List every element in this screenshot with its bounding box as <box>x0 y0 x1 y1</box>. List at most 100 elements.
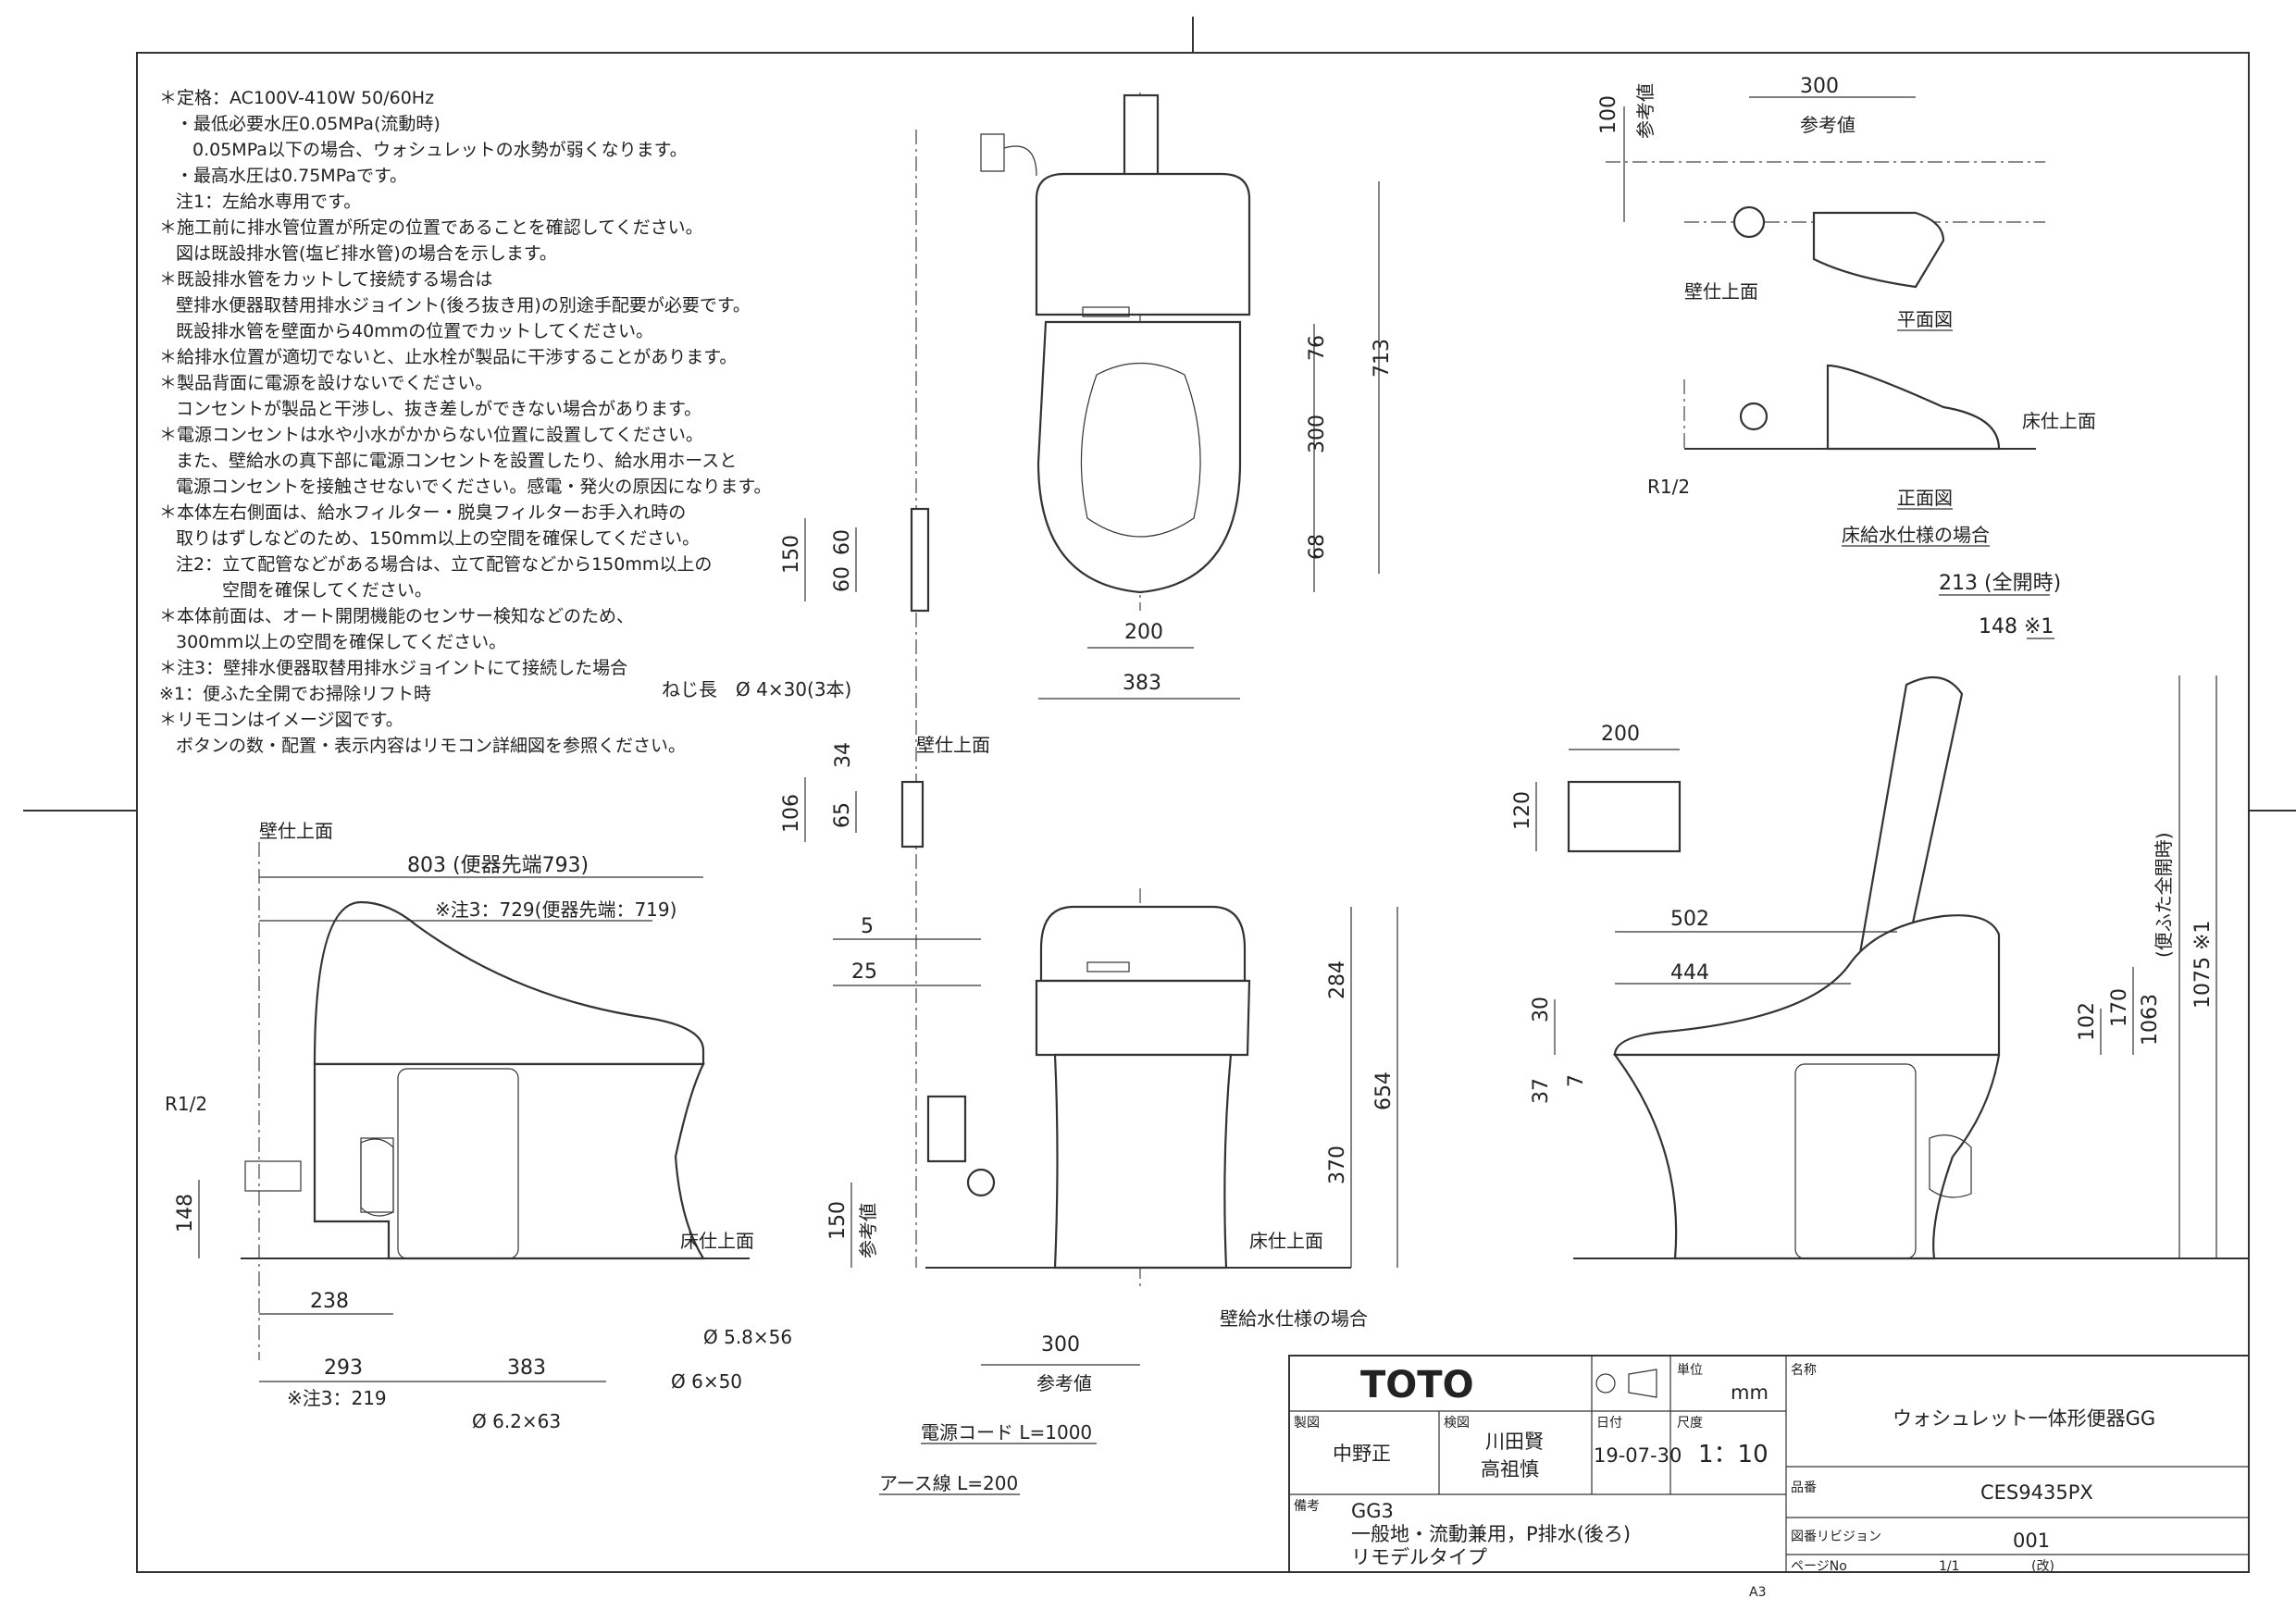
remote-bracket <box>910 507 930 613</box>
dim-text: 150 <box>780 535 803 574</box>
note-line: ＊施工前に排水管位置が所定の位置であることを確認してください。 <box>159 217 703 238</box>
title-block: TOTO 単位 mm 名称 ウォシュレット一体形便器GG 製図 中野正 検図 川… <box>1288 1355 2250 1600</box>
dim-text: 383 <box>1123 672 1161 695</box>
dim-text: 293 <box>324 1357 363 1380</box>
title-field-label: 検図 <box>1444 1416 1470 1431</box>
floor-surface-label: 床仕上面 <box>2022 410 2096 432</box>
tank-front <box>1039 905 1247 983</box>
floor-surface-label: 床仕上面 <box>680 1230 754 1252</box>
dim-text: 1063 <box>2139 994 2162 1046</box>
page-value: 1/1 <box>1939 1559 1960 1574</box>
seat-front <box>1035 979 1251 1057</box>
seat-lid-side <box>313 900 705 1066</box>
note-line: ＊製品背面に電源を設けないでください。 <box>159 373 492 393</box>
bowl-outline-top <box>1036 320 1242 594</box>
dim-text: 60 <box>831 566 854 592</box>
dim-text: 34 <box>832 742 855 768</box>
toilet-plan <box>1812 211 1945 289</box>
side-panel <box>397 1068 519 1259</box>
remote-mount-lower: 壁仕上面 34 106 65 5 25 <box>780 734 990 986</box>
title-field-label: 製図 <box>1294 1416 1320 1431</box>
dim-text: 68 <box>1306 534 1329 560</box>
wall-surface-label: 壁仕上面 <box>1684 280 1758 303</box>
page-suffix: (改) <box>2031 1559 2054 1574</box>
dim-text: 37 <box>1530 1078 1553 1104</box>
projection-cone-icon <box>1628 1369 1657 1398</box>
note-line: ※1：便ふた全開でお掃除リフト時 <box>159 684 431 704</box>
checker-name: 高祖慎 <box>1481 1458 1539 1481</box>
note-line: 電源コンセントを接触させないでください。感電・発火の原因になります。 <box>176 477 772 497</box>
note-line: 図は既設排水管(塩ビ排水管)の場合を示します。 <box>176 243 557 264</box>
top-view: 713 76 300 68 200 383 <box>915 93 1394 1268</box>
note-line: ボタンの数・配置・表示内容はリモコン詳細図を参照ください。 <box>176 736 686 756</box>
dim-text: 25 <box>851 960 877 984</box>
hole-label: Ø 6×50 <box>671 1370 742 1393</box>
wall-supply-label: 壁給水仕様の場合 <box>1220 1307 1368 1330</box>
dim-text: 106 <box>780 794 803 833</box>
earth-wire-label: アース線 L=200 <box>879 1472 1018 1494</box>
wall-surface-label: 壁仕上面 <box>916 734 990 756</box>
dim-text: 444 <box>1670 961 1709 985</box>
dim-text: 60 <box>831 529 854 555</box>
dim-text: 148 <box>174 1194 197 1233</box>
note-line: 壁排水便器取替用排水ジョイント(後ろ抜き用)の別途手配要が必要です。 <box>176 295 751 316</box>
lid-height-label: (便ふた全開時) <box>2153 832 2175 958</box>
power-outlet <box>926 1095 967 1163</box>
note-line: ＊本体左右側面は、給水フィルター・脱臭フィルターお手入れ時の <box>159 502 686 523</box>
dim-text: 200 <box>1601 723 1640 746</box>
dim-text: 170 <box>2108 988 2131 1027</box>
dim-text: 30 <box>1530 997 1553 1022</box>
unit-value: mm <box>1731 1381 1769 1404</box>
reference-label: 参考値 <box>857 1203 879 1258</box>
bowl-front <box>1053 1053 1233 1270</box>
note-line: 注1：左給水専用です。 <box>176 192 361 212</box>
note-line: ・最低必要水圧0.05MPa(流動時) <box>176 114 441 134</box>
note-line: 既設排水管を壁面から40mmの位置でカットしてください。 <box>176 321 653 341</box>
drafter-name: 中野正 <box>1333 1443 1391 1465</box>
revision-value: 001 <box>2013 1530 2050 1552</box>
remarks-line: 一般地・流動兼用，P排水(後ろ) <box>1351 1523 1631 1545</box>
title-field-label: 単位 <box>1677 1363 1703 1378</box>
note-line: コンセントが製品と干渉し、抜き差しができない場合があります。 <box>176 399 701 419</box>
dim-text: 120 <box>1511 791 1534 830</box>
note-line: ＊電源コンセントは水や小水がかからない位置に設置してください。 <box>159 425 703 445</box>
floor-surface-label: 床仕上面 <box>1249 1230 1323 1252</box>
control-panel-front <box>1086 961 1130 973</box>
product-name: ウォシュレット一体形便器GG <box>1893 1407 2155 1430</box>
projection-symbol-icon <box>1595 1373 1616 1394</box>
dim-text: 238 <box>310 1290 349 1313</box>
tank-side-right <box>1613 914 2001 1057</box>
note-line: 0.05MPa以下の場合、ウォシュレットの水勢が弱くなります。 <box>192 140 688 160</box>
front-view: 284 654 370 150 参考値 300 参考値 床仕上面 壁給水仕様の場… <box>826 888 1398 1495</box>
title-field-label: ページNo <box>1791 1559 1847 1574</box>
remote-bracket <box>900 780 925 849</box>
remarks-line: GG3 <box>1351 1500 1394 1522</box>
dim-text: 502 <box>1670 908 1709 931</box>
supply-hose-top <box>1003 145 1037 177</box>
note-line: 取りはずしなどのため、150mm以上の空間を確保してください。 <box>176 528 700 549</box>
side-panel-right <box>1794 1063 1917 1259</box>
front-view-title: 正面図 <box>1897 487 1953 509</box>
floor-supply-view: R1/2 床仕上面 正面図 床給水仕様の場合 <box>1647 364 2096 547</box>
dim-text: ※注3：219 <box>287 1387 387 1409</box>
dim-text: 102 <box>2076 1002 2099 1041</box>
remote-mount-upper: 150 60 60 ねじ長 Ø 4×30(3本) <box>662 507 930 700</box>
drain-pipe <box>1123 93 1160 180</box>
title-field-label: 名称 <box>1791 1363 1817 1378</box>
supply-valve-front <box>966 1168 996 1197</box>
note-line: ＊注3：壁排水便器取替用排水ジョイントにて接続した場合 <box>159 658 627 678</box>
control-panel-top <box>1082 306 1130 317</box>
dim-text: 200 <box>1124 621 1163 644</box>
dim-text: 713 <box>1371 339 1394 378</box>
note-line: ＊定格：AC100V-410W 50/60Hz <box>159 88 434 108</box>
bowl-seat-opening <box>1080 363 1201 538</box>
notes-block: ＊定格：AC100V-410W 50/60Hz ・最低必要水圧0.05MPa(流… <box>159 88 772 756</box>
note-line: ＊リモコンはイメージ図です。 <box>159 710 403 730</box>
side-view: 壁仕上面 R1/2 803 (便器先端793) ※注3：729(便器先端：719… <box>165 820 792 1432</box>
dim-text: 1075 ※1 <box>2191 921 2215 1009</box>
sheet-size: A3 <box>1749 1585 1766 1600</box>
reference-label: 参考値 <box>1634 83 1657 139</box>
title-field-label: 図番リビジョン <box>1791 1530 1881 1544</box>
dim-text: 65 <box>831 802 854 828</box>
title-block-frame <box>1288 1355 2250 1573</box>
